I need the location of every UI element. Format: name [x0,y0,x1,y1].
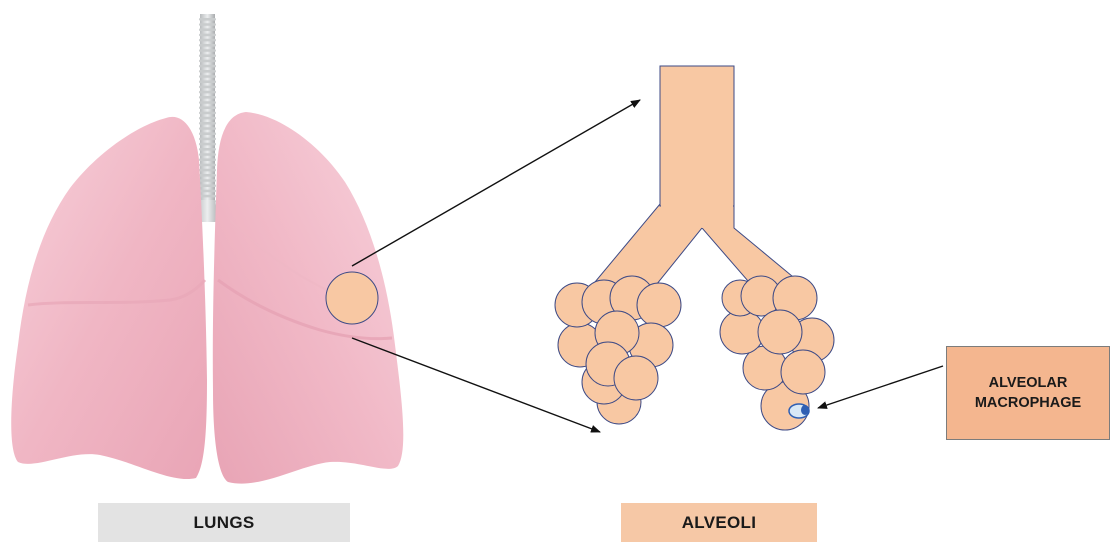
trachea-ring [199,86,216,89]
trachea-ring [199,132,216,135]
trachea-ring [199,23,216,26]
trachea-ring [199,179,216,182]
alveolus [720,310,764,354]
macrophage-cell [789,404,809,418]
trachea-ring [199,112,216,115]
trachea-ring [199,153,216,156]
trachea-ring [199,122,216,125]
trachea-ring [199,39,216,42]
trachea-ring [199,70,216,73]
alveolus [781,350,825,394]
alveolus [614,356,658,400]
trachea-ring [199,34,216,37]
trachea-ring [199,164,216,167]
alveolar-macrophage-label: ALVEOLAR MACROPHAGE [946,346,1110,440]
trachea-ring [199,28,216,31]
trachea-ring [199,106,216,109]
trachea-ring [199,91,216,94]
alveoli-label: ALVEOLI [621,503,817,542]
trachea-ring [199,148,216,151]
trachea-ring [199,195,216,198]
lungs-label-text: LUNGS [194,513,255,533]
lungs-label: LUNGS [98,503,350,542]
alveolus [637,283,681,327]
macrophage-label-line1: ALVEOLAR [989,373,1068,393]
trachea-ring [199,143,216,146]
bronchiole-tree [580,66,804,304]
macrophage-arrow [818,366,943,408]
trachea-ring [199,190,216,193]
macrophage-label-line2: MACROPHAGE [975,393,1081,413]
trachea-ring [199,127,216,130]
trachea-ring [199,65,216,68]
trachea-ring [199,138,216,141]
magnified-region-circle [326,272,378,324]
trachea-ring [199,174,216,177]
alveolus [758,310,802,354]
trachea-ring [199,60,216,63]
trachea-ring [199,44,216,47]
trachea-ring [199,158,216,161]
trachea-ring [199,184,216,187]
alveolar-sac-right [720,276,834,430]
bronchiole-trunk [660,66,734,206]
trachea-ring [199,75,216,78]
trachea-ring [199,169,216,172]
trachea-ring [199,54,216,57]
trachea-ring [199,49,216,52]
zoom-arrow-upper [352,100,640,266]
trachea-ring [199,80,216,83]
trachea-ring [199,96,216,99]
alveolar-sac-left [555,276,681,424]
trachea-ring [199,117,216,120]
trachea-ring [199,18,216,21]
alveoli-label-text: ALVEOLI [682,513,757,533]
trachea-ring [199,101,216,104]
